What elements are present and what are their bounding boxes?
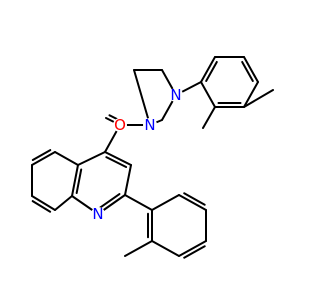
- double-bond-t3-t4: [183, 245, 206, 259]
- bond-q4a-b5: [54, 151, 79, 166]
- double-bond-t5-t6: [183, 192, 206, 206]
- bond-layer: [31, 56, 274, 259]
- double-bond-r1-r2: [205, 60, 218, 82]
- bond-r3-r4: [243, 56, 259, 83]
- double-bond-b7-b8: [31, 200, 52, 213]
- bond-q4-q3: [104, 151, 132, 166]
- molecule-structure: O N N N: [31, 56, 274, 259]
- bond-t2-t3: [151, 240, 180, 257]
- amide-nitrogen-label: N: [144, 116, 155, 134]
- bond-q8a-q4a: [71, 164, 79, 197]
- double-bond-q8a-q4a: [75, 168, 83, 195]
- double-bond-r3-r4: [241, 60, 254, 82]
- bond-b7-b8: [31, 195, 56, 211]
- double-bond-q4-q3: [105, 156, 128, 169]
- bond-t5-t6: [178, 194, 207, 211]
- bond-b5-b6: [31, 151, 56, 166]
- bond-q2-t1: [124, 194, 153, 211]
- double-bond-b5-b6: [31, 149, 52, 161]
- aryl-nitrogen-atom: N: [169, 86, 183, 104]
- oxygen-label: O: [114, 116, 126, 134]
- bond-r6-me2: [202, 106, 216, 129]
- bond-r6-r1: [200, 81, 216, 108]
- quinoline-nitrogen-label: N: [92, 205, 103, 223]
- bond-q4a-q4: [77, 151, 106, 166]
- oxygen-atom: O: [113, 116, 127, 134]
- bond-t3-t4: [178, 240, 207, 257]
- bond-b8-q8a: [54, 195, 73, 211]
- bond-r5-me3: [243, 89, 274, 108]
- amide-nitrogen-atom: N: [143, 116, 157, 134]
- bond-r1-r2: [200, 56, 216, 83]
- bond-q3-q2: [124, 164, 132, 196]
- bond-t6-t1: [151, 194, 180, 211]
- atom-label-layer: O N N N: [91, 86, 183, 223]
- aryl-nitrogen-label: N: [170, 86, 181, 104]
- double-bond-q2-qN: [97, 193, 121, 210]
- quinoline-nitrogen-atom: N: [91, 205, 105, 223]
- bond-r4-r5: [243, 81, 259, 108]
- bond-p2-nB: [133, 69, 151, 126]
- bond-t2-tMe: [124, 240, 153, 257]
